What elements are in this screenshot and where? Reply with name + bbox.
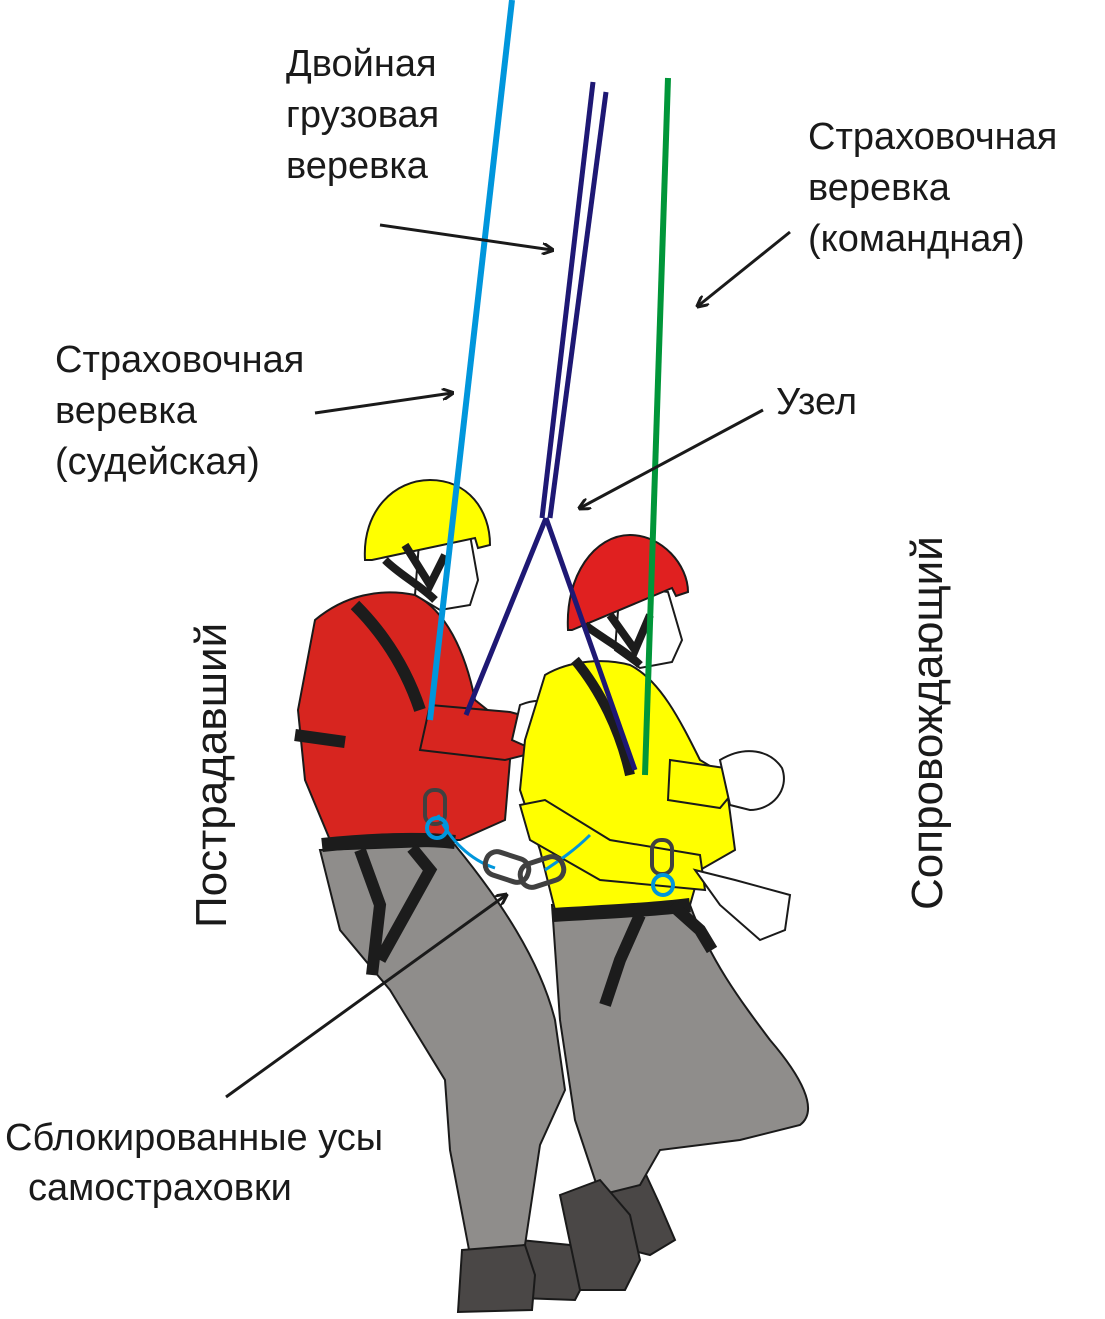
- label-escort: Сопровождающий: [903, 536, 952, 910]
- escort-figure: [518, 533, 810, 1291]
- label-cargo-rope: Двойная грузовая веревка: [286, 43, 450, 187]
- ring-escort: [651, 873, 675, 897]
- victim-harness-belt: [321, 832, 456, 852]
- carabiner-left: [482, 849, 532, 885]
- rope-cargo-double: [463, 81, 638, 771]
- label-team-rope: Страховочная веревка (командная): [808, 116, 1068, 260]
- escort-pants: [550, 904, 810, 1197]
- arrow-lanyards: [225, 895, 506, 1099]
- victim-boot-front: [456, 1243, 537, 1314]
- escort-boot-front: [558, 1178, 642, 1291]
- carabiner-victim: [423, 788, 447, 826]
- rope-belay-judge: [427, 0, 515, 721]
- rope-belay-team: [642, 77, 671, 776]
- pointer-arrows: [225, 223, 791, 1099]
- victim-harness-waist: [294, 729, 346, 748]
- arrow-knot: [580, 408, 764, 508]
- victim-harness-leg: [354, 844, 438, 976]
- victim-jacket: [296, 591, 512, 841]
- arrow-cargo-rope: [379, 223, 552, 250]
- ring-victim: [425, 816, 449, 840]
- victim-helmet-strap: [382, 542, 449, 603]
- escort-harness-chest: [571, 656, 635, 777]
- escort-arm-front: [666, 758, 737, 810]
- escort-helmet: [566, 533, 690, 631]
- victim-harness-chest: [350, 600, 426, 712]
- escort-harness-leg: [599, 900, 718, 1007]
- lanyard-system: [423, 788, 675, 897]
- label-lanyards: Сблокированные усы самостраховки: [5, 1117, 394, 1209]
- arrow-team-rope: [698, 230, 791, 306]
- escort-hand-lower: [692, 868, 792, 942]
- escort-hand-front: [718, 750, 785, 812]
- carabiner-right: [517, 854, 567, 890]
- arrow-judge-rope: [314, 393, 452, 415]
- victim-pants: [318, 843, 567, 1257]
- label-knot: Узел: [776, 381, 857, 423]
- label-judge-rope: Страховочная веревка (судейская): [55, 339, 315, 483]
- label-victim: Пострадавший: [187, 623, 236, 928]
- escort-helmet-strap: [582, 612, 654, 668]
- victim-helmet: [363, 478, 492, 561]
